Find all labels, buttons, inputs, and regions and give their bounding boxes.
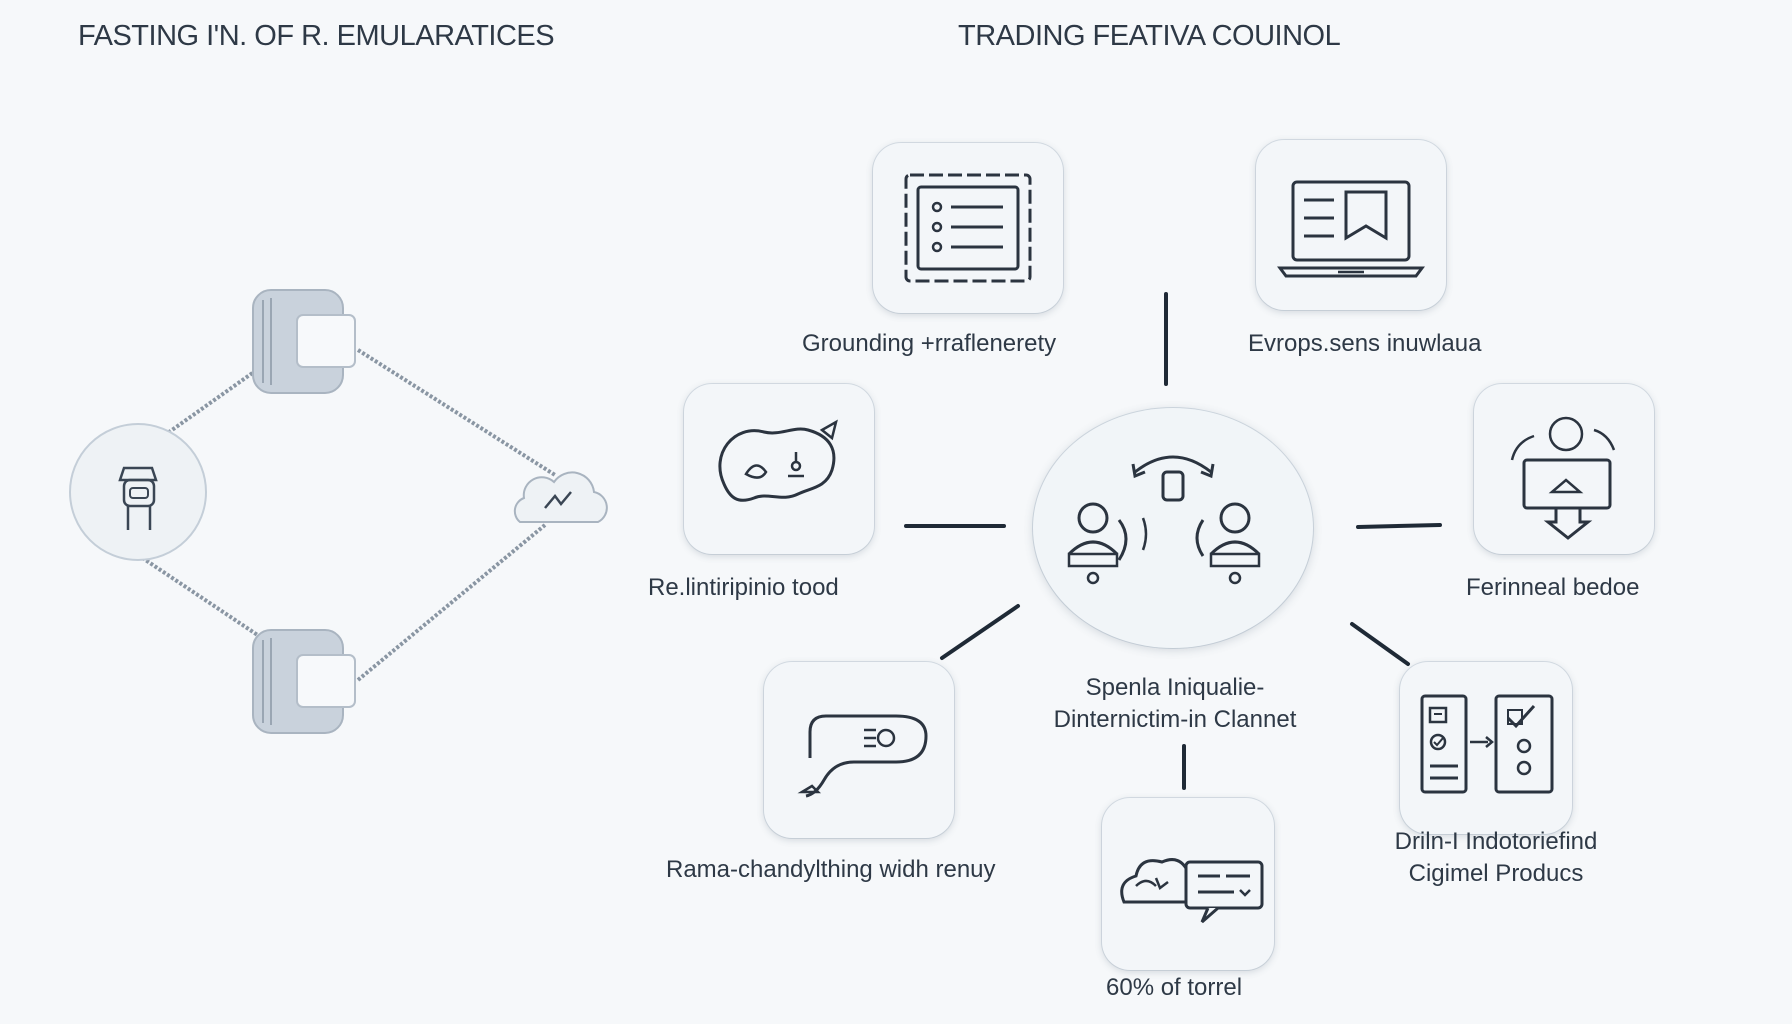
label-spenla-line2: Dinternictim-in Clannet bbox=[1053, 706, 1297, 734]
label-relint: Re.lintiripinio tood bbox=[648, 574, 839, 601]
connector-lines bbox=[904, 292, 1442, 790]
label-torrel: 60% of torrel bbox=[1106, 974, 1243, 1001]
label-driln: Driln-I Indotoriefind Cigimel Producs bbox=[1346, 826, 1646, 891]
label-spenla-line1: Spenla Iniqualie- bbox=[1085, 674, 1265, 701]
cloud-icon bbox=[513, 471, 608, 523]
chat-bubble-icon bbox=[797, 714, 928, 798]
team-exchange-icon bbox=[1067, 455, 1261, 585]
laptop-icon bbox=[1277, 180, 1425, 278]
label-driln-line2: Cigimel Producs bbox=[1408, 860, 1584, 888]
checklist-transfer-node[interactable] bbox=[1400, 662, 1572, 834]
team-exchange-hub[interactable] bbox=[1033, 408, 1313, 648]
label-evrops: Evrops.sens inuwlaua bbox=[1248, 330, 1482, 357]
left-network bbox=[136, 348, 557, 682]
left-title: FASTING I'N. OF R. EMULARATICES bbox=[78, 20, 555, 52]
label-grounding: Grounding +rraflenerety bbox=[802, 330, 1057, 357]
cloud-message-icon bbox=[1120, 858, 1264, 924]
label-spenla: Spenla Iniqualie- Dinternictim-in Clanne… bbox=[1010, 672, 1340, 737]
label-rama: Rama-chandylthing widh renuy bbox=[666, 856, 996, 883]
server-bottom-icon bbox=[252, 629, 356, 734]
robot-icon bbox=[69, 423, 207, 561]
label-driln-line1: Driln-I Indotoriefind bbox=[1394, 828, 1598, 855]
monitor-download-node[interactable] bbox=[1474, 384, 1654, 554]
server-top-icon bbox=[252, 289, 356, 394]
label-ferinneal: Ferinneal bedoe bbox=[1466, 574, 1640, 601]
monitor-download-icon bbox=[1510, 416, 1616, 540]
right-title: TRADING FEATIVA COUINOL bbox=[958, 20, 1341, 52]
checklist-window-icon bbox=[904, 173, 1032, 283]
chat-bubble-node[interactable] bbox=[764, 662, 954, 838]
cloud-message-node[interactable] bbox=[1102, 798, 1274, 970]
map-node[interactable] bbox=[684, 384, 874, 554]
laptop-node[interactable] bbox=[1256, 140, 1446, 310]
map-icon bbox=[718, 419, 838, 502]
checklist-transfer-icon bbox=[1420, 694, 1554, 794]
checklist-window-node[interactable] bbox=[873, 143, 1063, 313]
